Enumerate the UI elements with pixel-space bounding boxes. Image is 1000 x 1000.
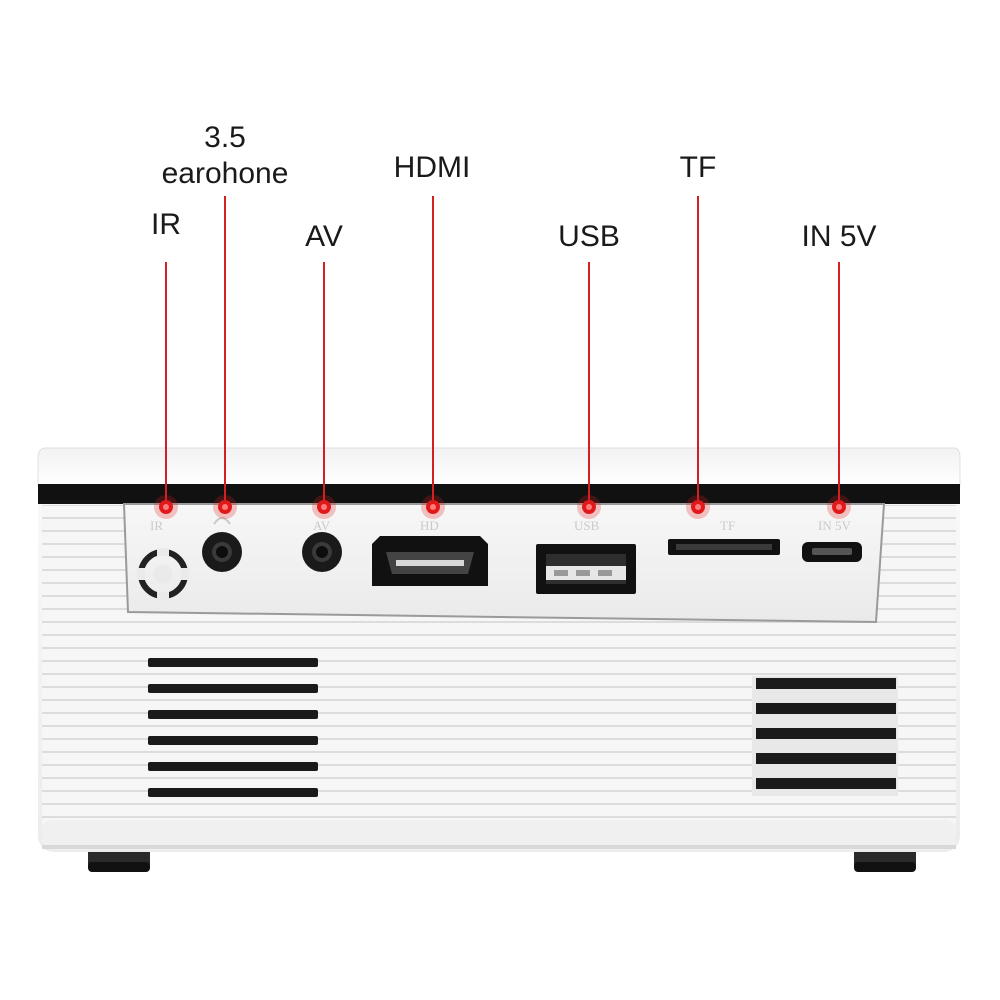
callout-dot-usb (577, 495, 601, 519)
panel-label-in5v: IN 5V (818, 518, 851, 533)
panel-label-ir: IR (150, 518, 163, 533)
callout-label-earphone: 3.5 earohone (161, 121, 289, 190)
callout-dot-in5v (827, 495, 851, 519)
ir-receiver-icon (137, 548, 189, 600)
callout-label-usb: USB (558, 220, 620, 253)
callout-dot-tf (686, 495, 710, 519)
micro-usb-port (802, 542, 862, 562)
left-vent (148, 658, 318, 797)
usb-port (536, 544, 636, 594)
headphone-icon (213, 517, 231, 525)
callout-label-in5v: IN 5V (801, 220, 877, 253)
callout-label-tf: TF (679, 151, 717, 184)
panel-label-usb: USB (574, 518, 600, 533)
connector-panel (122, 503, 886, 624)
callout-label-ir: IR (151, 208, 181, 241)
panel-printed-labels: IR AV HD USB TF IN 5V (150, 518, 851, 533)
callout-lines (165, 196, 840, 507)
callout-label-av: AV (305, 220, 343, 253)
callout-dot-av (312, 495, 336, 519)
callout-dot-ir (154, 495, 178, 519)
panel-label-av: AV (313, 518, 331, 533)
earphone-jack (202, 532, 242, 572)
callout-dot-hdmi (421, 495, 445, 519)
av-jack (302, 532, 342, 572)
callout-dot-earphone (213, 495, 237, 519)
right-vent (752, 676, 898, 796)
callout-label-hdmi: HDMI (393, 151, 471, 184)
callout-dots (154, 495, 851, 519)
panel-label-tf: TF (720, 518, 735, 533)
tf-slot (668, 539, 780, 555)
panel-label-hdmi: HD (420, 518, 439, 533)
hdmi-port (372, 536, 488, 586)
black-stripe (38, 484, 960, 504)
